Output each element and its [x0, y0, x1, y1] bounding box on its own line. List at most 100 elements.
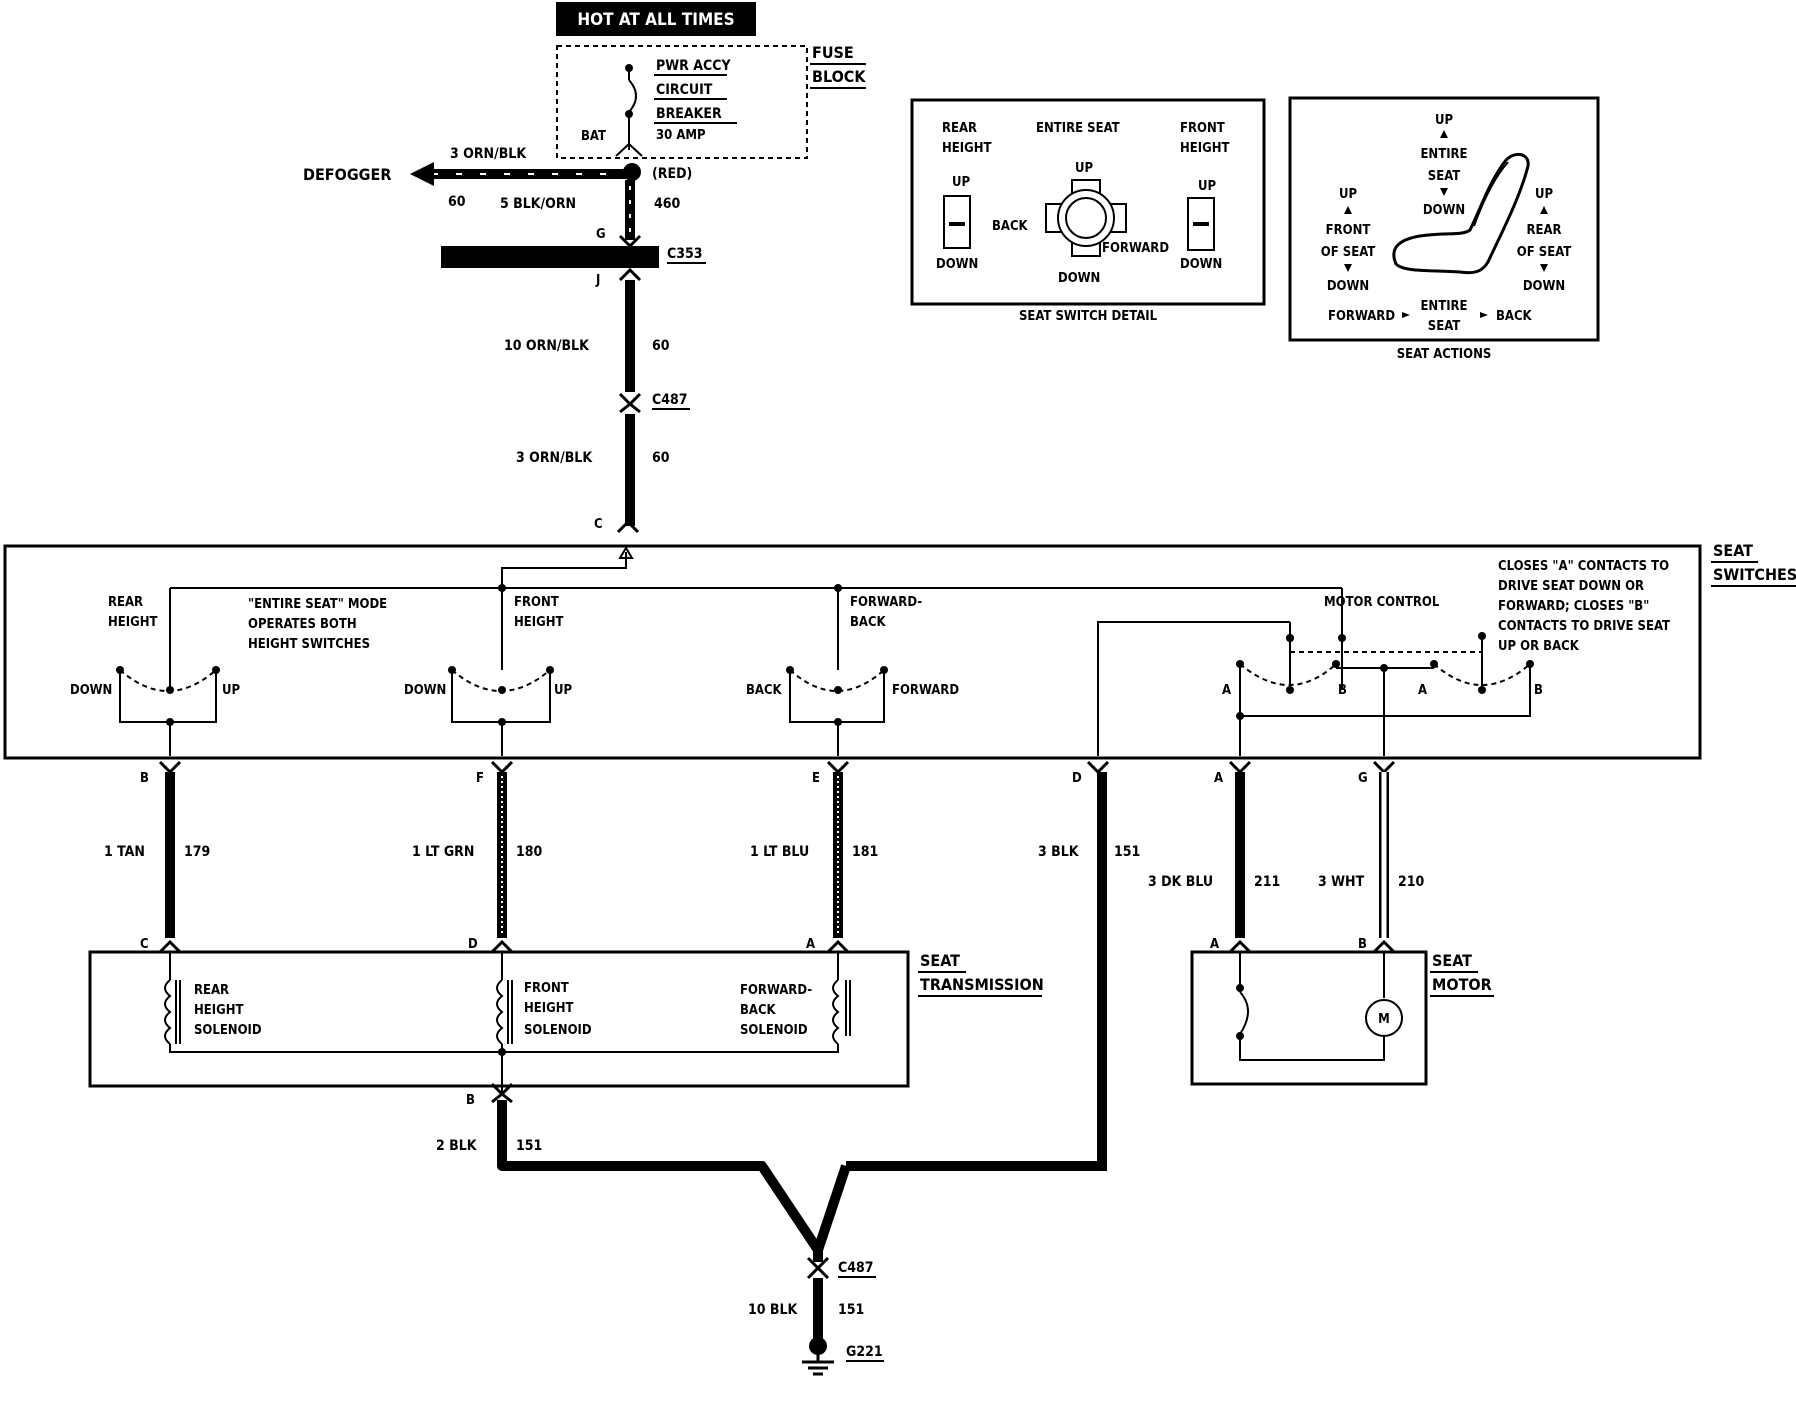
- ground-2blk-circuit: 151: [516, 1138, 542, 1154]
- feed-wire: 5 BLK/ORN 460 G C353 J 10 ORN/BLK 60 C48…: [441, 180, 706, 534]
- red-label: (RED): [652, 166, 692, 182]
- entire-seat-mode-note: "ENTIRE SEAT" MODE: [248, 597, 387, 612]
- circuit-211-pin-bottom: A: [1210, 937, 1219, 952]
- circuit-210-pin-bottom: B: [1358, 937, 1367, 952]
- actions-rear-label: REAR: [1526, 223, 1561, 238]
- actions-back: BACK: [1496, 309, 1533, 324]
- rear-solenoid-label: HEIGHT: [194, 1003, 244, 1018]
- defogger-branch: DEFOGGER 3 ORN/BLK 60 (RED): [303, 146, 692, 210]
- breaker-rating: 30 AMP: [656, 128, 706, 143]
- seat-transmission-pin-b: B: [466, 1093, 475, 1108]
- forward-back-switch-label: FORWARD-: [850, 595, 922, 610]
- detail-front-label: HEIGHT: [1180, 141, 1230, 156]
- fb-switch-back: BACK: [746, 683, 783, 698]
- c353-label: C353: [667, 246, 703, 262]
- motor-control-note: FORWARD; CLOSES "B": [1498, 599, 1649, 614]
- forward-back-switch-label: BACK: [850, 615, 887, 630]
- actions-down-top: DOWN: [1423, 203, 1465, 218]
- feed-wire-top-label: 5 BLK/ORN: [500, 196, 576, 212]
- detail-down-left: DOWN: [936, 257, 978, 272]
- circuit-180-number: 180: [516, 844, 543, 860]
- fuse-block-label: FUSE: [812, 43, 854, 62]
- rear-switch-up: UP: [222, 683, 240, 698]
- circuit-180-pin-bottom: D: [468, 937, 478, 952]
- seat-switches-box: [3, 544, 1702, 760]
- motor-control-note: CLOSES "A" CONTACTS TO: [1498, 559, 1669, 574]
- detail-up-right: UP: [1198, 179, 1216, 194]
- detail-entire-seat-label: ENTIRE SEAT: [1036, 121, 1120, 136]
- fb-switch-forward: FORWARD: [892, 683, 959, 698]
- c353-pin-j: J: [595, 273, 600, 288]
- detail-down-center: DOWN: [1058, 271, 1100, 286]
- circuit-179-wire-label: 1 TAN: [104, 844, 145, 860]
- circuit-151-wire-label: 3 BLK: [1038, 844, 1080, 860]
- motor-contact-a1: A: [1222, 683, 1231, 698]
- circuit-179-pin-bottom: C: [140, 937, 149, 952]
- actions-entire-bottom: ENTIRE: [1420, 299, 1467, 314]
- circuit-181-wire-label: 1 LT BLU: [750, 844, 809, 860]
- bat-label: BAT: [581, 129, 606, 144]
- detail-forward: FORWARD: [1102, 241, 1169, 256]
- circuit-180-wire-label: 1 LT GRN: [412, 844, 474, 860]
- ground-circuit: 2 BLK 151 C487 10 BLK 151 G221: [436, 1100, 884, 1376]
- seat-motor-box: [1190, 950, 1428, 1086]
- ground-icon: [802, 1346, 834, 1376]
- actions-front-label: OF SEAT: [1321, 245, 1375, 260]
- rear-switch-down: DOWN: [70, 683, 112, 698]
- entire-seat-mode-note: HEIGHT SWITCHES: [248, 637, 370, 652]
- circuit-210-pin-top: G: [1358, 771, 1368, 786]
- actions-entire-seat: ENTIRE: [1420, 147, 1467, 162]
- detail-rear-label: HEIGHT: [942, 141, 992, 156]
- circuit-151-number: 151: [1114, 844, 1140, 860]
- seat-transmission-box: [88, 950, 910, 1088]
- circuit-wires: B 1 TAN 179 C F 1 LT GRN 180 D E 1 LT BL…: [104, 760, 1425, 1171]
- hot-at-all-times-label: HOT AT ALL TIMES: [577, 10, 734, 30]
- seat-switch-pin-c: C: [594, 517, 603, 532]
- circuit-179-number: 179: [184, 844, 210, 860]
- front-height-switch-label: HEIGHT: [514, 615, 564, 630]
- rear-height-switch-icon: [943, 195, 971, 249]
- front-height-switch-label: FRONT: [514, 595, 559, 610]
- motor-control-note: UP OR BACK: [1498, 639, 1580, 654]
- seat-transmission-title: TRANSMISSION: [920, 975, 1044, 994]
- circuit-211-number: 211: [1254, 874, 1280, 890]
- circuit-181-number: 181: [852, 844, 878, 860]
- seat-transmission: SEAT TRANSMISSION REAR HEIGHT SOLENOID F…: [88, 950, 1044, 1108]
- motor-control-note: DRIVE SEAT DOWN OR: [1498, 579, 1644, 594]
- circuit-210-number: 210: [1398, 874, 1425, 890]
- rear-solenoid-label: REAR: [194, 983, 229, 998]
- wire-151-left: [497, 1100, 851, 1255]
- actions-entire-seat: SEAT: [1428, 169, 1460, 184]
- motor-contact-b2: B: [1534, 683, 1543, 698]
- front-height-switch-icon: [1187, 197, 1215, 251]
- detail-up-center: UP: [1075, 161, 1093, 176]
- circuit-181-pin-top: E: [812, 771, 820, 786]
- ground-10blk-circuit: 151: [838, 1302, 864, 1318]
- seat-switches-title: SWITCHES: [1713, 565, 1796, 584]
- actions-entire-bottom: SEAT: [1428, 319, 1460, 334]
- circuit-179-pin-top: B: [140, 771, 149, 786]
- breaker-label: BREAKER: [656, 106, 722, 122]
- seat-switch-detail-caption: SEAT SWITCH DETAIL: [1019, 309, 1158, 324]
- feed-circuit-top: 460: [654, 196, 681, 212]
- actions-forward: FORWARD: [1328, 309, 1395, 324]
- detail-back: BACK: [992, 219, 1029, 234]
- motor-contact-b1: B: [1338, 683, 1347, 698]
- actions-rear-up: UP: [1535, 187, 1553, 202]
- feed-wire-mid-label: 10 ORN/BLK: [504, 338, 590, 354]
- fb-solenoid-label: BACK: [740, 1003, 777, 1018]
- g221-label: G221: [846, 1344, 883, 1360]
- actions-front-label: FRONT: [1326, 223, 1371, 238]
- motor-icon: [1365, 999, 1403, 1037]
- seat-motor-title: SEAT: [1432, 951, 1472, 970]
- actions-up-top: UP: [1435, 113, 1453, 128]
- breaker-label: CIRCUIT: [656, 82, 713, 98]
- front-solenoid-label: SOLENOID: [524, 1023, 592, 1038]
- actions-rear-label: OF SEAT: [1517, 245, 1571, 260]
- entire-seat-switch-icon: [1045, 179, 1127, 257]
- fuse-block: FUSE BLOCK PWR ACCY CIRCUIT BREAKER 30 A…: [556, 43, 866, 159]
- hot-at-all-times-banner: HOT AT ALL TIMES: [556, 2, 756, 36]
- seat-motor: SEAT MOTOR M: [1190, 950, 1494, 1086]
- fb-solenoid-label: FORWARD-: [740, 983, 812, 998]
